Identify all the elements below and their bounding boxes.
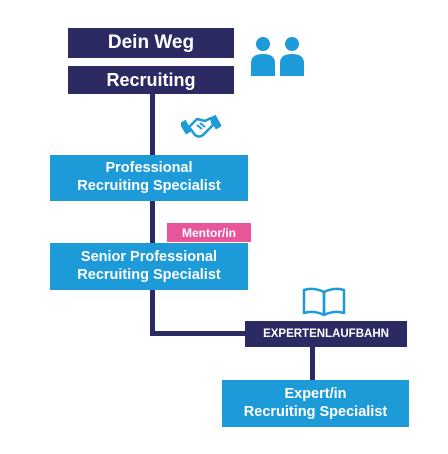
page-title-text: Dein Weg [107, 32, 195, 53]
connector-horizontal [150, 331, 245, 336]
expert-track-badge: EXPERTENLAUFBAHN [245, 321, 407, 347]
step-expert-line1: Expert/in [284, 385, 347, 402]
track-title-text: Recruiting [106, 69, 196, 90]
step-expert-box: Expert/in Recruiting Specialist [222, 380, 409, 427]
connector-main-vertical [150, 92, 155, 336]
page-title: Dein Weg [68, 28, 234, 58]
step-expert-line2: Recruiting Specialist [243, 403, 388, 420]
connector-expert-vertical [310, 347, 315, 380]
handshake-icon [181, 113, 221, 141]
open-book-icon [301, 287, 347, 317]
step-senior-professional-line2: Recruiting Specialist [77, 266, 221, 283]
step-professional-box: Professional Recruiting Specialist [50, 155, 248, 201]
mentor-badge-text: Mentor/in [182, 225, 236, 240]
track-title: Recruiting [68, 66, 234, 94]
step-professional-line2: Recruiting Specialist [77, 178, 221, 194]
people-icon [248, 36, 308, 76]
step-senior-professional-box: Senior Professional Recruiting Specialis… [50, 243, 248, 290]
step-professional-line1: Professional [105, 160, 193, 177]
expert-track-badge-text: EXPERTENLAUFBAHN [263, 328, 389, 340]
mentor-badge: Mentor/in [167, 223, 251, 242]
step-senior-professional-line1: Senior Professional [80, 248, 218, 265]
